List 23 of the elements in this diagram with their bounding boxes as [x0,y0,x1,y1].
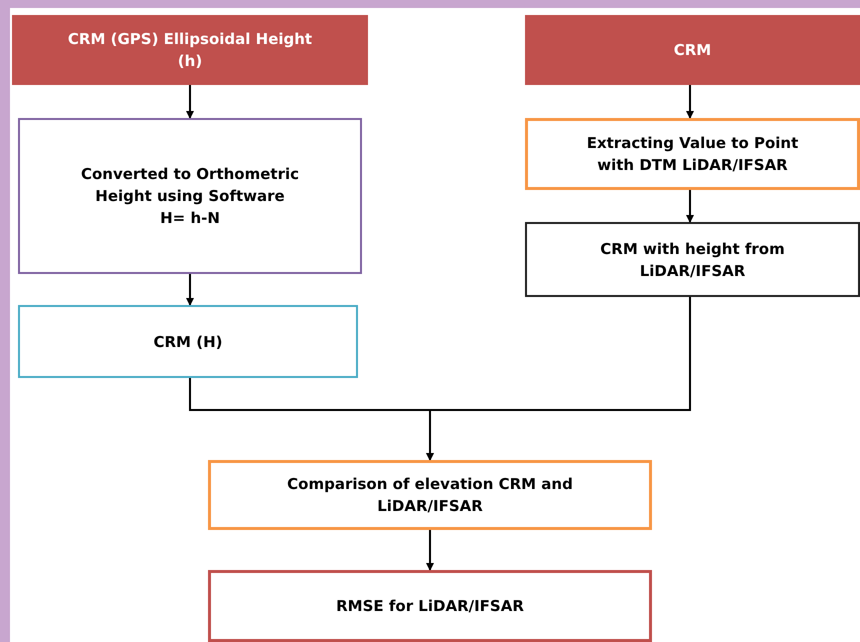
box-text: CRM [674,40,712,61]
box-text: Comparison of elevation CRM and LiDAR/IFSAR [286,474,574,517]
arrow [426,530,434,571]
arrow [686,190,694,223]
arrow [686,85,694,119]
process-box [525,222,860,297]
process-box [18,305,358,378]
arrow [186,85,194,119]
process-box [525,118,860,190]
process-box [12,15,368,85]
box-text: RMSE for LiDAR/IFSAR [336,596,524,617]
box-text: CRM (GPS) Ellipsoidal Height (h) [66,29,314,72]
process-box [18,118,362,274]
box-text: CRM with height from LiDAR/IFSAR [599,238,786,282]
process-box [208,460,652,530]
box-text: Converted to Orthometric Height using Software [80,164,300,207]
arrow [426,297,691,461]
process-box [208,570,652,642]
arrow [186,274,194,306]
process-box [525,15,860,85]
box-text: Extracting Value to Point with DTM LiDAR/IFSAR [586,133,800,176]
box-text: H= h-N [160,208,220,229]
box-text: CRM (H) [154,332,222,352]
